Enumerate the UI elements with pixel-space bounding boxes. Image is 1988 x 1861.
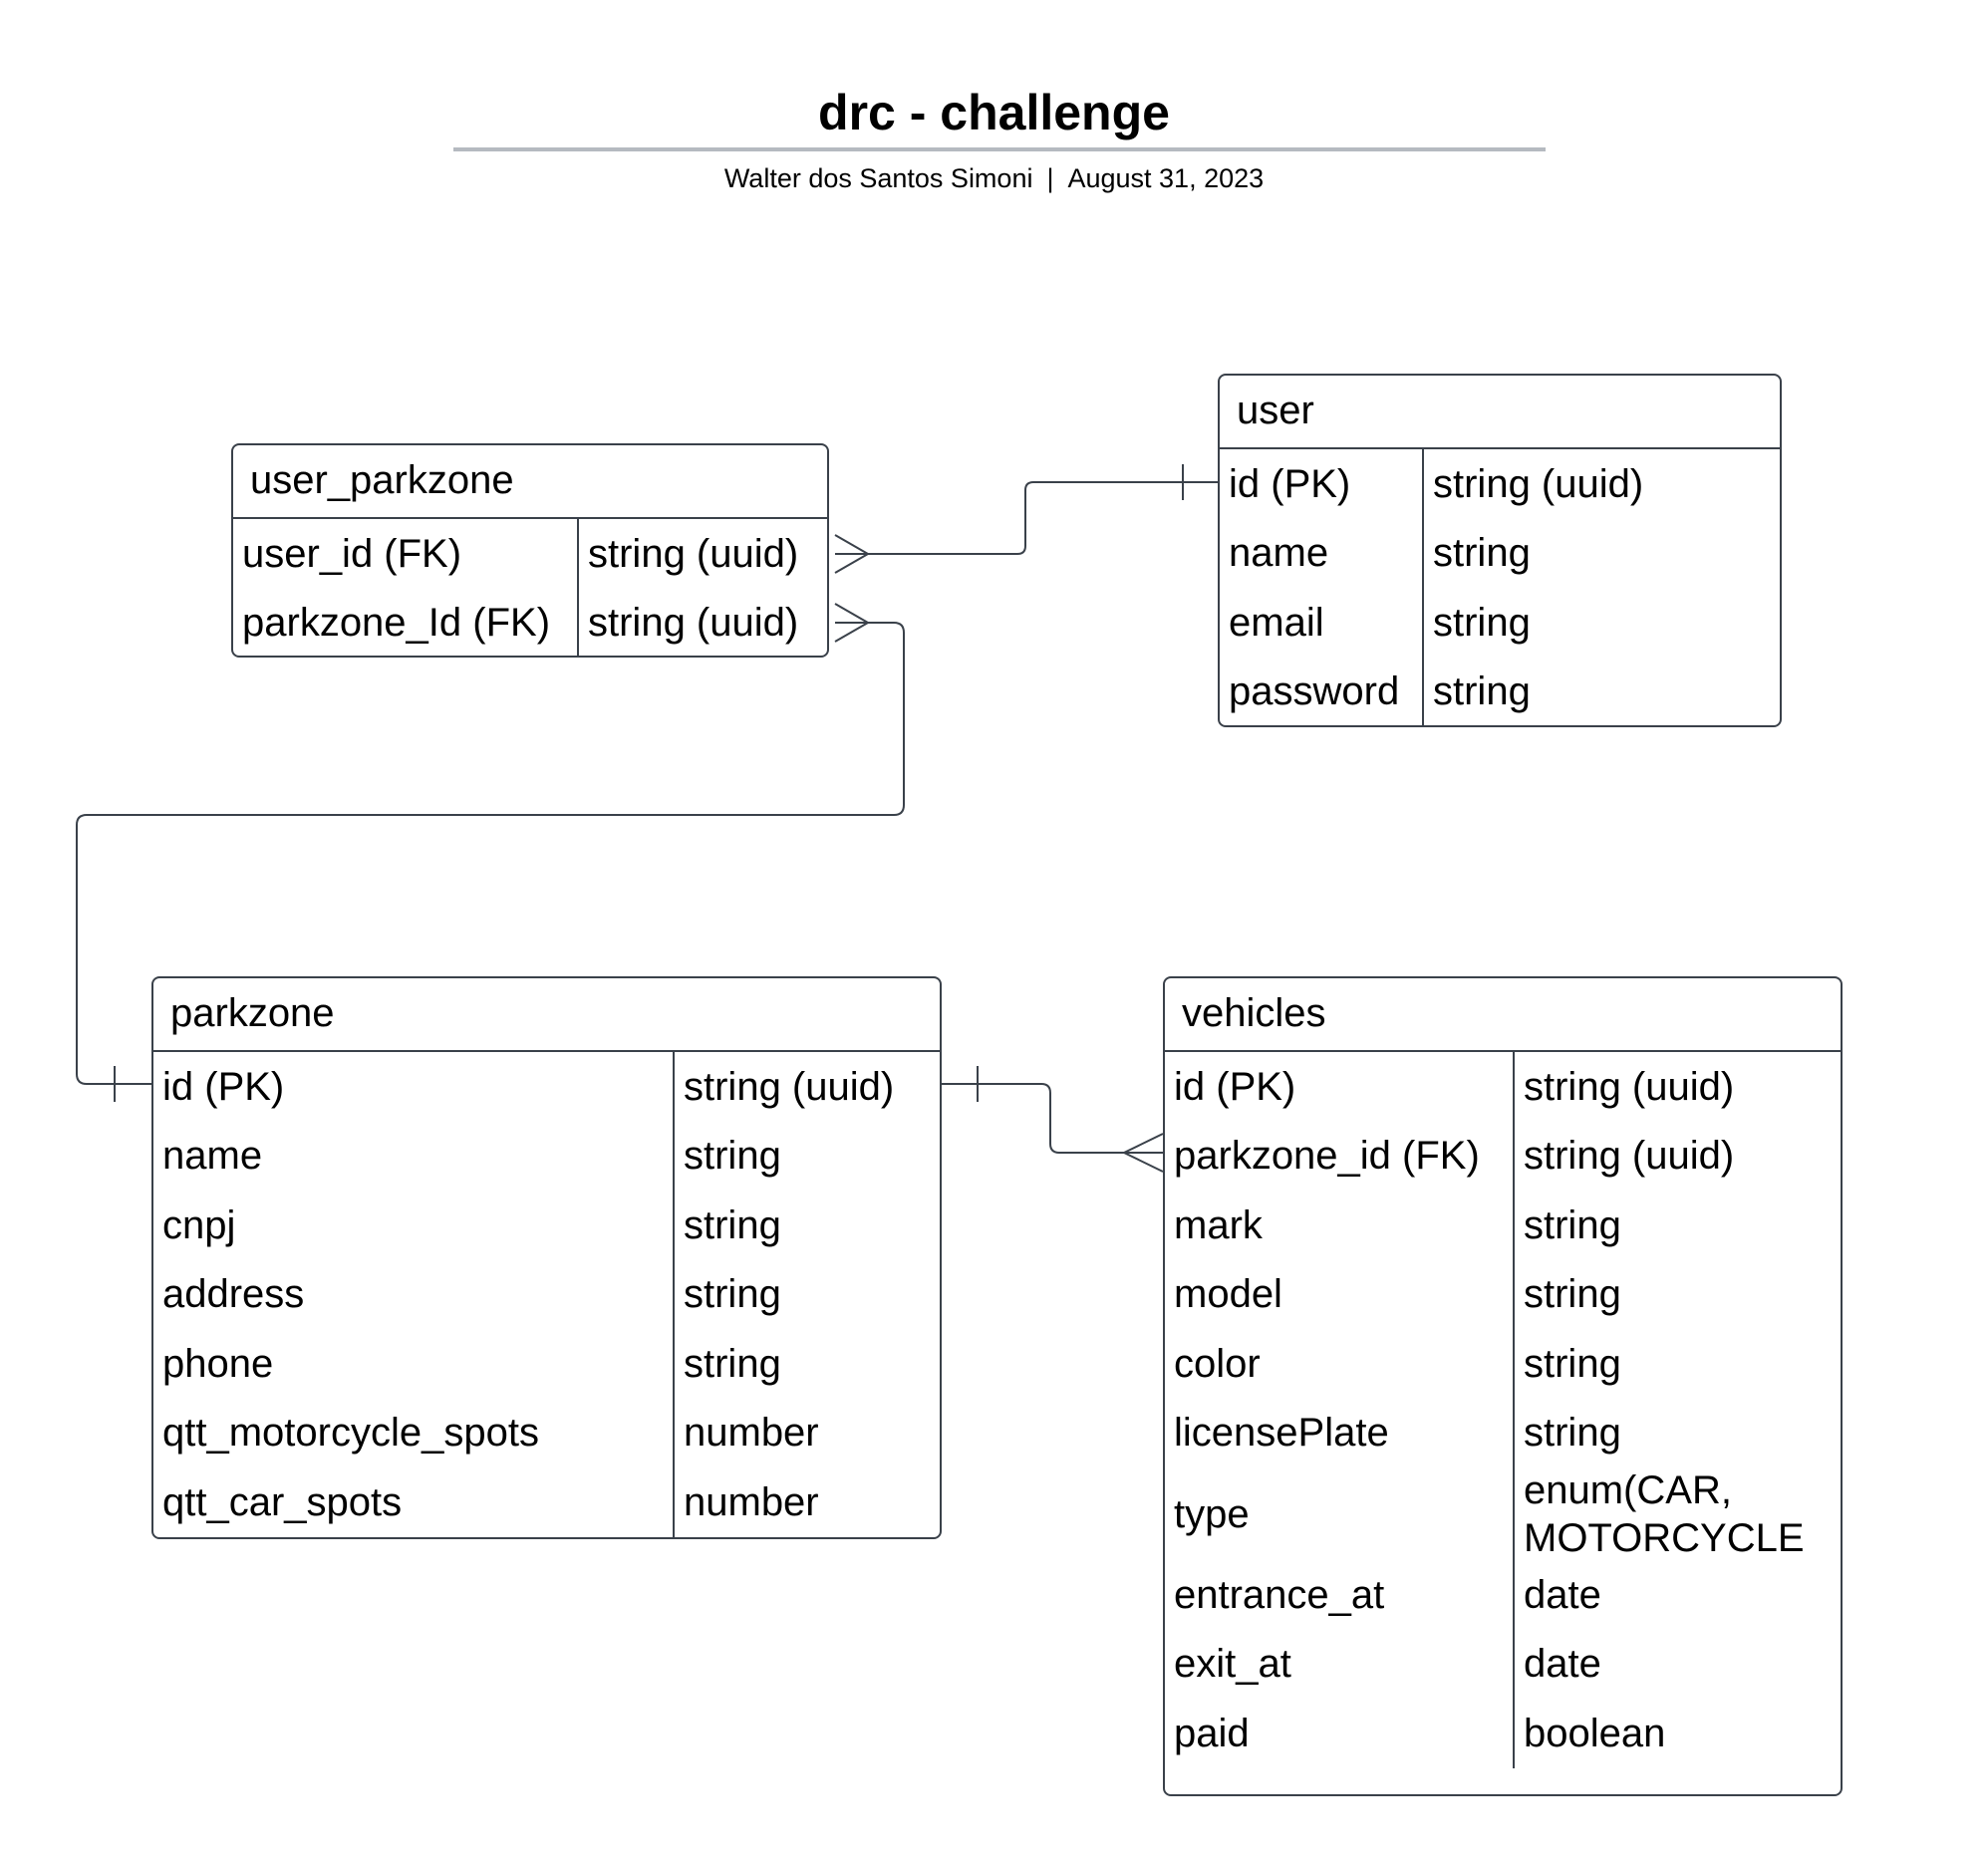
attribute-row: color string	[1165, 1329, 1841, 1399]
attribute-type: string	[684, 1202, 781, 1247]
attribute-name: cnpj	[162, 1202, 236, 1247]
author-name: Walter dos Santos Simoni	[723, 163, 1033, 193]
attribute-type: enum(CAR, MOTORCYCLE	[1515, 1467, 1805, 1560]
attribute-name: address	[162, 1272, 305, 1317]
attribute-type: string (uuid)	[1524, 1064, 1735, 1109]
attribute-type: boolean	[1524, 1711, 1666, 1755]
attribute-name: paid	[1174, 1711, 1250, 1755]
entity-name: user_parkzone	[233, 445, 827, 519]
attribute-row: model string	[1165, 1260, 1841, 1330]
attribute-name: type	[1174, 1491, 1250, 1536]
attribute-row: name string	[1220, 519, 1780, 589]
attribute-name: name	[1229, 531, 1329, 576]
attribute-row: cnpj string	[153, 1191, 940, 1260]
attribute-row: paid boolean	[1165, 1699, 1841, 1768]
attribute-type: string	[684, 1134, 781, 1179]
entity-attributes: id (PK) string (uuid) name string email …	[1220, 449, 1780, 726]
attribute-row: qtt_motorcycle_spots number	[153, 1399, 940, 1468]
attribute-name: licensePlate	[1174, 1411, 1389, 1456]
connector-parkzone-to-vehicles	[938, 1066, 1164, 1173]
attribute-row: parkzone_id (FK) string (uuid)	[1165, 1122, 1841, 1192]
connector-user-parkzone-to-user	[834, 464, 1218, 574]
attribute-name: qtt_car_spots	[162, 1479, 403, 1524]
attribute-name: color	[1174, 1341, 1261, 1386]
attribute-type: string (uuid)	[588, 531, 799, 576]
entity-user-parkzone[interactable]: user_parkzone user_id (FK) string (uuid)…	[231, 443, 829, 658]
attribute-name: name	[162, 1134, 263, 1179]
attribute-type: string	[684, 1272, 781, 1317]
attribute-type: string	[1524, 1272, 1621, 1317]
attribute-type: number	[684, 1479, 819, 1524]
diagram-meta: Walter dos Santos Simoni | August 31, 2023	[0, 161, 1988, 195]
attribute-type: string	[1433, 600, 1531, 645]
attribute-row: exit_at date	[1165, 1630, 1841, 1700]
diagram-title: drc - challenge	[818, 85, 1170, 140]
attribute-name: exit_at	[1174, 1642, 1291, 1687]
entity-attributes: user_id (FK) string (uuid) parkzone_Id (…	[233, 519, 827, 657]
entity-attributes: id (PK) string (uuid) name string cnpj s…	[153, 1052, 940, 1537]
attribute-type: date	[1524, 1642, 1601, 1687]
attribute-type: string (uuid)	[1433, 461, 1644, 506]
attribute-name: password	[1229, 669, 1400, 714]
diagram-date: August 31, 2023	[1067, 163, 1265, 193]
attribute-row: password string	[1220, 658, 1780, 726]
attribute-row: user_id (FK) string (uuid)	[233, 519, 827, 589]
attribute-type: string	[1433, 531, 1531, 576]
column-divider	[1422, 449, 1424, 725]
attribute-name: id (PK)	[162, 1064, 285, 1109]
entity-name: vehicles	[1165, 978, 1841, 1052]
attribute-name: entrance_at	[1174, 1572, 1385, 1617]
entity-name: user	[1220, 376, 1780, 449]
attribute-name: parkzone_id (FK)	[1174, 1134, 1480, 1179]
attribute-row: licensePlate string	[1165, 1399, 1841, 1468]
attribute-row: email string	[1220, 588, 1780, 658]
entity-name: parkzone	[153, 978, 940, 1052]
entity-attributes: id (PK) string (uuid) parkzone_id (FK) s…	[1165, 1052, 1841, 1768]
meta-separator: |	[1046, 163, 1054, 193]
attribute-type: string	[1433, 669, 1531, 714]
attribute-row: parkzone_Id (FK) string (uuid)	[233, 589, 827, 657]
attribute-name: id (PK)	[1174, 1064, 1296, 1109]
attribute-type: string (uuid)	[684, 1064, 895, 1109]
attribute-row: id (PK) string (uuid)	[1165, 1052, 1841, 1122]
column-divider	[577, 519, 579, 656]
attribute-row: name string	[153, 1122, 940, 1192]
entity-parkzone[interactable]: parkzone id (PK) string (uuid) name stri…	[151, 976, 942, 1539]
title-divider	[453, 147, 1546, 151]
attribute-row: mark string	[1165, 1191, 1841, 1260]
attribute-row: qtt_car_spots number	[153, 1467, 940, 1537]
attribute-type-line: MOTORCYCLE	[1524, 1515, 1805, 1560]
attribute-row: entrance_at date	[1165, 1560, 1841, 1630]
attribute-row: phone string	[153, 1329, 940, 1399]
attribute-type: string (uuid)	[1524, 1134, 1735, 1179]
attribute-type: string	[684, 1341, 781, 1386]
column-divider	[673, 1052, 675, 1537]
attribute-name: qtt_motorcycle_spots	[162, 1411, 539, 1456]
attribute-name: user_id (FK)	[242, 531, 462, 576]
attribute-type: string	[1524, 1411, 1621, 1456]
attribute-type-line: enum(CAR,	[1524, 1467, 1732, 1512]
entity-user[interactable]: user id (PK) string (uuid) name string e…	[1218, 374, 1782, 727]
entity-vehicles[interactable]: vehicles id (PK) string (uuid) parkzone_…	[1163, 976, 1843, 1796]
attribute-name: id (PK)	[1229, 461, 1351, 506]
attribute-row: type enum(CAR, MOTORCYCLE	[1165, 1467, 1841, 1560]
attribute-type: string	[1524, 1202, 1621, 1247]
attribute-type: string (uuid)	[588, 601, 799, 646]
attribute-name: email	[1229, 600, 1324, 645]
attribute-row: id (PK) string (uuid)	[153, 1052, 940, 1122]
attribute-row: address string	[153, 1260, 940, 1330]
attribute-type: date	[1524, 1572, 1601, 1617]
attribute-name: parkzone_Id (FK)	[242, 601, 551, 646]
attribute-name: mark	[1174, 1202, 1263, 1247]
attribute-row: id (PK) string (uuid)	[1220, 449, 1780, 519]
attribute-type: number	[684, 1411, 819, 1456]
column-divider	[1513, 1052, 1515, 1768]
attribute-type: string	[1524, 1341, 1621, 1386]
attribute-name: model	[1174, 1272, 1282, 1317]
attribute-name: phone	[162, 1341, 274, 1386]
